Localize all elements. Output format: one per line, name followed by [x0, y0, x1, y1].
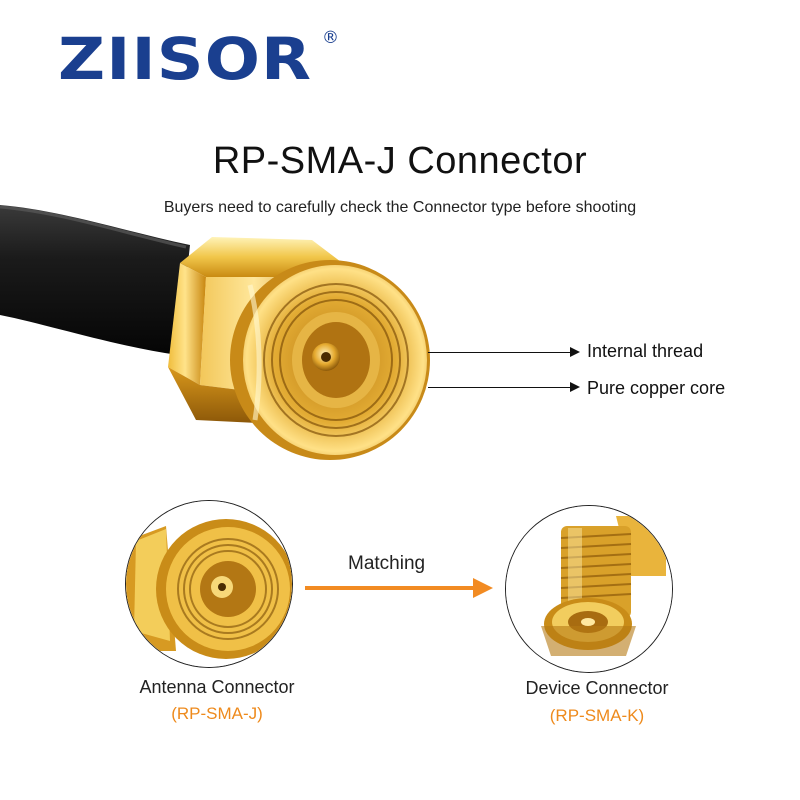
arrow-right-icon	[305, 578, 493, 598]
antenna-connector-caption: Antenna Connector	[139, 677, 295, 697]
arrow-right-icon	[570, 347, 580, 357]
callout-line-internal-thread	[428, 352, 570, 353]
rp-sma-k-closeup	[506, 506, 672, 672]
antenna-connector-image	[125, 500, 293, 668]
brand-logo: ZIISOR	[58, 25, 313, 93]
matching-label: Matching	[348, 553, 426, 574]
connector-photo	[0, 205, 430, 460]
antenna-connector-type: (RP-SMA-J)	[171, 704, 263, 723]
callout-line-copper-core	[428, 387, 570, 388]
callout-label-copper-core: Pure copper core	[587, 378, 726, 398]
arrow-right-icon	[570, 382, 580, 392]
page-subtitle: Buyers need to carefully check the Conne…	[163, 199, 637, 216]
rp-sma-j-closeup	[126, 501, 292, 667]
registered-mark: ®	[322, 28, 339, 48]
device-connector-caption: Device Connector	[525, 678, 669, 698]
page-title: RP-SMA-J Connector	[212, 140, 588, 182]
callout-label-internal-thread: Internal thread	[587, 341, 704, 361]
device-connector-type: (RP-SMA-K)	[549, 706, 645, 725]
device-connector-image	[505, 505, 673, 673]
